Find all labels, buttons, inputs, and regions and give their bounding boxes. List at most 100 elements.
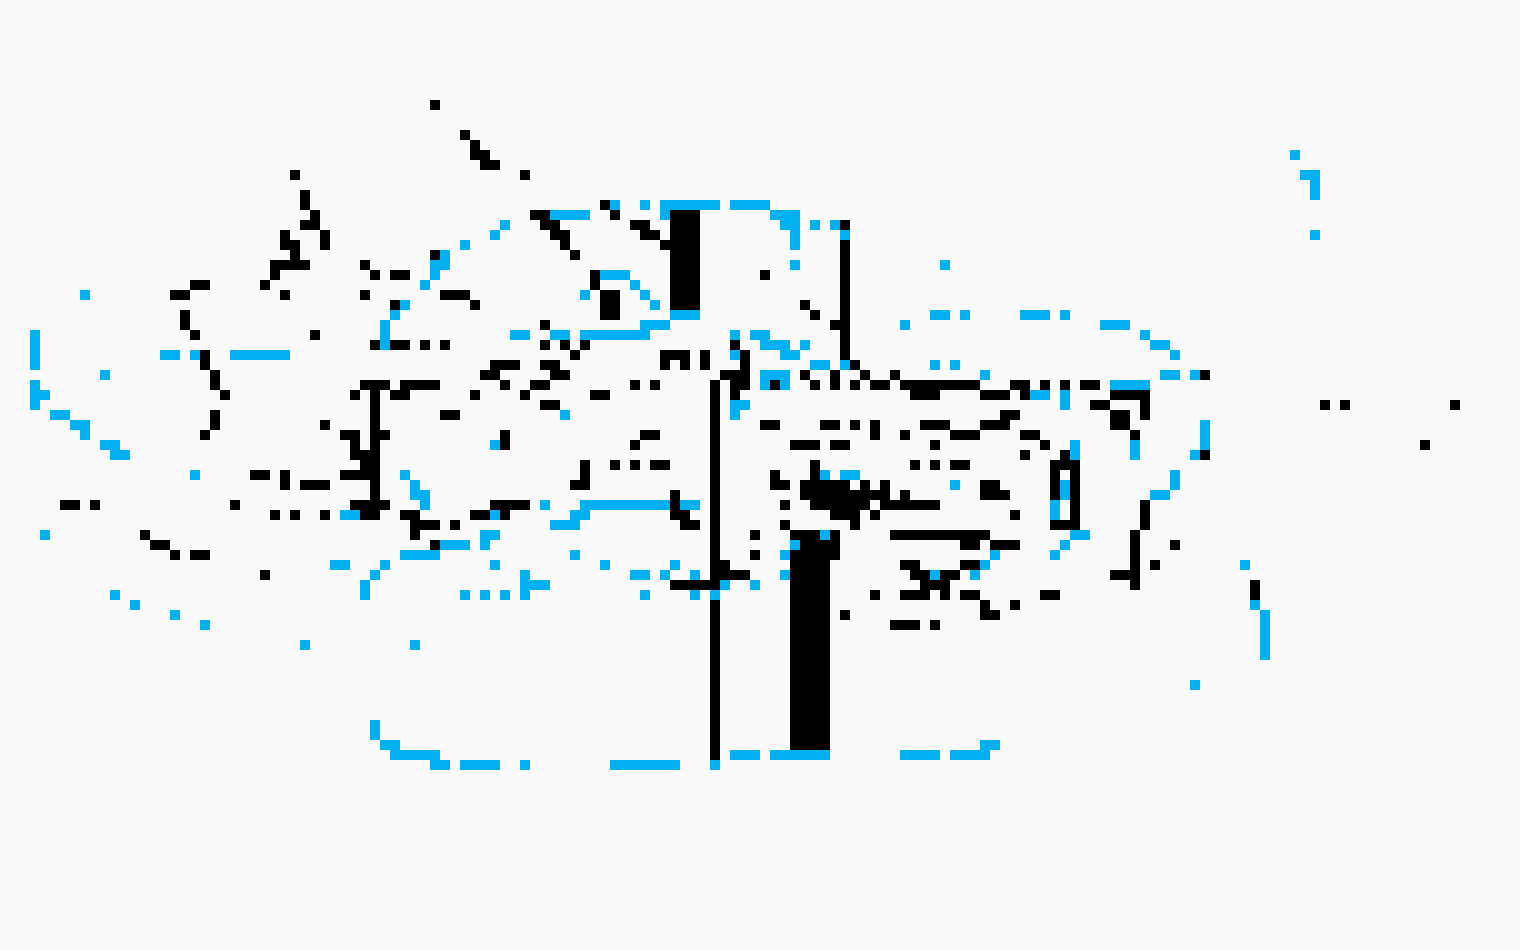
pixel-cell bbox=[680, 510, 690, 520]
pixel-cell bbox=[830, 500, 840, 510]
pixel-cell bbox=[200, 430, 210, 440]
pixel-cell bbox=[870, 380, 880, 390]
pixel-cell bbox=[710, 530, 720, 540]
pixel-cell bbox=[320, 230, 330, 240]
pixel-cell bbox=[1260, 620, 1270, 630]
pixel-cell bbox=[690, 520, 700, 530]
pixel-cell bbox=[430, 380, 440, 390]
pixel-cell bbox=[750, 530, 760, 540]
pixel-cell bbox=[1000, 540, 1010, 550]
pixel-cell bbox=[650, 300, 660, 310]
pixel-cell bbox=[390, 270, 400, 280]
pixel-cell bbox=[1260, 650, 1270, 660]
pixel-cell bbox=[1200, 440, 1210, 450]
pixel-cell bbox=[790, 700, 800, 710]
pixel-cell bbox=[480, 510, 490, 520]
pixel-cell bbox=[440, 540, 450, 550]
pixel-cell bbox=[870, 590, 880, 600]
pixel-cell bbox=[370, 340, 380, 350]
pixel-cell bbox=[710, 480, 720, 490]
pixel-cell bbox=[830, 220, 840, 230]
pixel-cell bbox=[1050, 490, 1060, 500]
pixel-cell bbox=[600, 390, 610, 400]
pixel-cell bbox=[580, 330, 590, 340]
pixel-cell bbox=[390, 300, 400, 310]
pixel-cell bbox=[820, 550, 830, 560]
pixel-cell bbox=[670, 510, 680, 520]
pixel-cell bbox=[500, 500, 510, 510]
pixel-cell bbox=[990, 420, 1000, 430]
pixel-cell bbox=[830, 380, 840, 390]
pixel-cell bbox=[940, 580, 950, 590]
pixel-cell bbox=[1170, 470, 1180, 480]
pixel-cell bbox=[410, 550, 420, 560]
pixel-cell bbox=[660, 460, 670, 470]
pixel-cell bbox=[480, 530, 490, 540]
pixel-cell bbox=[430, 100, 440, 110]
pixel-cell bbox=[630, 380, 640, 390]
pixel-cell bbox=[570, 350, 580, 360]
pixel-cell bbox=[1100, 400, 1110, 410]
pixel-cell bbox=[670, 350, 680, 360]
pixel-cell bbox=[930, 530, 940, 540]
pixel-cell bbox=[440, 410, 450, 420]
pixel-cell bbox=[430, 540, 440, 550]
pixel-cell bbox=[190, 470, 200, 480]
pixel-cell bbox=[540, 580, 550, 590]
pixel-cell bbox=[370, 410, 380, 420]
pixel-cell bbox=[190, 550, 200, 560]
pixel-cell bbox=[370, 380, 380, 390]
pixel-cell bbox=[1120, 410, 1130, 420]
pixel-cell bbox=[900, 380, 910, 390]
pixel-cell bbox=[710, 390, 720, 400]
pixel-cell bbox=[1000, 410, 1010, 420]
pixel-cell bbox=[930, 360, 940, 370]
pixel-cell bbox=[740, 350, 750, 360]
pixel-cell bbox=[380, 380, 390, 390]
pixel-cell bbox=[320, 480, 330, 490]
pixel-cell bbox=[1070, 480, 1080, 490]
pixel-cell bbox=[810, 730, 820, 740]
pixel-cell bbox=[350, 430, 360, 440]
pixel-cell bbox=[840, 470, 850, 480]
pixel-cell bbox=[500, 510, 510, 520]
pixel-cell bbox=[320, 240, 330, 250]
pixel-cell bbox=[410, 750, 420, 760]
pixel-cell bbox=[700, 200, 710, 210]
pixel-cell bbox=[760, 380, 770, 390]
pixel-cell bbox=[1260, 610, 1270, 620]
pixel-cell bbox=[170, 350, 180, 360]
pixel-cell bbox=[820, 560, 830, 570]
pixel-cell bbox=[90, 500, 100, 510]
pixel-cell bbox=[790, 230, 800, 240]
pixel-cell bbox=[880, 380, 890, 390]
pixel-cell bbox=[650, 320, 660, 330]
pixel-cell bbox=[790, 740, 800, 750]
pixel-cell bbox=[1110, 410, 1120, 420]
pixel-cell bbox=[1140, 510, 1150, 520]
pixel-cell bbox=[840, 480, 850, 490]
pixel-cell bbox=[1240, 560, 1250, 570]
pixel-cell bbox=[900, 490, 910, 500]
pixel-cell bbox=[980, 530, 990, 540]
pixel-cell bbox=[820, 740, 830, 750]
pixel-cell bbox=[730, 410, 740, 420]
pixel-cell bbox=[690, 290, 700, 300]
pixel-cell bbox=[580, 340, 590, 350]
pixel-cell bbox=[430, 520, 440, 530]
pixel-cell bbox=[840, 510, 850, 520]
pixel-cell bbox=[930, 310, 940, 320]
pixel-cell bbox=[670, 230, 680, 240]
pixel-cell bbox=[1260, 630, 1270, 640]
pixel-cell bbox=[190, 280, 200, 290]
pixel-cell bbox=[690, 200, 700, 210]
pixel-cell bbox=[350, 470, 360, 480]
pixel-cell bbox=[490, 370, 500, 380]
pixel-cell bbox=[600, 200, 610, 210]
pixel-cell bbox=[930, 440, 940, 450]
pixel-cell bbox=[1340, 400, 1350, 410]
pixel-cell bbox=[1120, 570, 1130, 580]
pixel-cell bbox=[610, 300, 620, 310]
pixel-cell bbox=[540, 380, 550, 390]
pixel-cell bbox=[800, 590, 810, 600]
